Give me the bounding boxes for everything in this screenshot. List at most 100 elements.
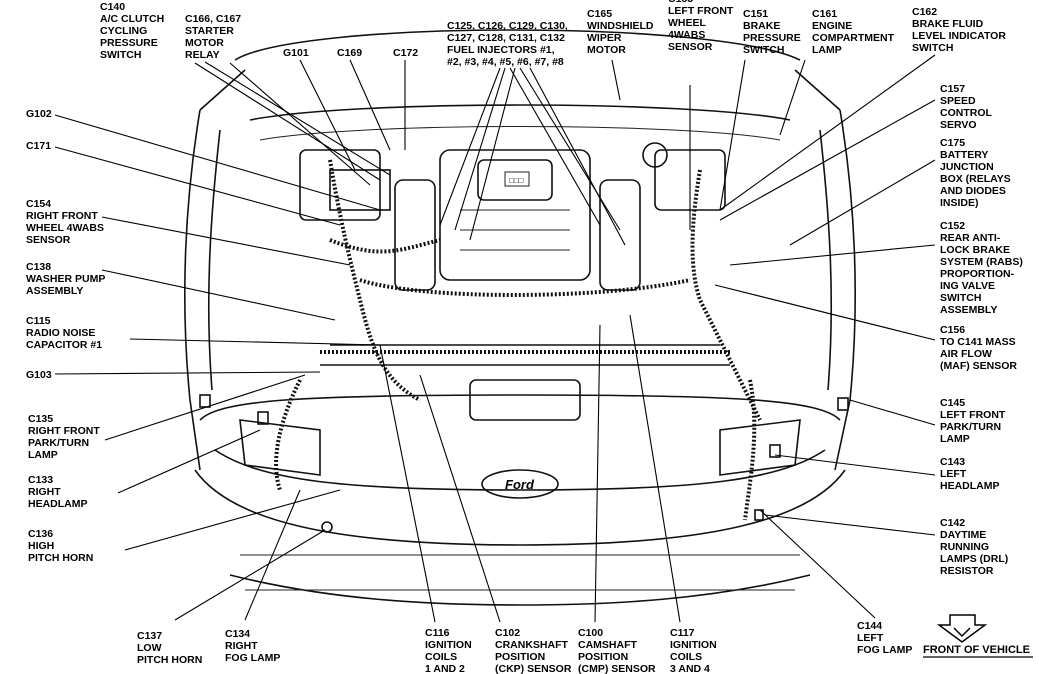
callout-line: STARTER: [185, 25, 234, 37]
callout-line: CONTROL: [940, 107, 992, 119]
callout-line: LAMP: [940, 433, 970, 445]
callout-g103: G103: [26, 369, 52, 381]
callout-line: MOTOR: [185, 37, 224, 49]
callout-line: PITCH HORN: [28, 552, 93, 564]
callout-line: TO C141 MASS: [940, 336, 1016, 348]
callout-line: C117: [670, 627, 695, 639]
callout-line: AND DIODES: [940, 185, 1006, 197]
callout-line: LEFT: [857, 632, 884, 644]
callout-line: BATTERY: [940, 149, 988, 161]
callout-line: WASHER PUMP: [26, 273, 105, 285]
callout-line: C116: [425, 627, 450, 639]
leader-lines: [54, 54, 936, 623]
callout-line: 4WABS: [668, 29, 705, 41]
callout-line: C156: [940, 324, 965, 336]
callout-line: AIR FLOW: [940, 348, 992, 360]
callout-line: C144: [857, 620, 882, 632]
callout-line: PARK/TURN: [28, 437, 89, 449]
callout-line: C166, C167: [185, 13, 241, 25]
callout-line: RIGHT FRONT: [28, 425, 100, 437]
callout-line: C165: [587, 8, 612, 20]
callout-line: COMPARTMENT: [812, 32, 895, 44]
callout-line: G103: [26, 369, 52, 381]
engine-artwork: □□□ Ford: [184, 29, 856, 606]
callout-line: C152: [940, 220, 965, 232]
callout-line: CRANKSHAFT: [495, 639, 568, 651]
callout-line: COILS: [670, 651, 702, 663]
callout-line: (CMP) SENSOR: [578, 663, 656, 674]
front-arrow-icon: [936, 614, 988, 643]
front-of-vehicle-label: FRONT OF VEHICLE: [923, 644, 1030, 656]
callout-line: C102: [495, 627, 520, 639]
callout-line: ENGINE: [812, 20, 852, 32]
callout-line: LEFT FRONT: [940, 409, 1006, 421]
callout-line: C137: [137, 630, 162, 642]
callout-line: RADIO NOISE: [26, 327, 95, 339]
callout-line: SENSOR: [26, 234, 71, 246]
callout-line: LEVEL INDICATOR: [912, 30, 1006, 42]
callout-line: SERVO: [940, 119, 977, 131]
callout-line: PROPORTION-: [940, 268, 1015, 280]
callout-line: POSITION: [578, 651, 628, 663]
callout-line: (CKP) SENSOR: [495, 663, 572, 674]
front-of-vehicle-marker: FRONT OF VEHICLE: [923, 614, 1033, 658]
callout-line: SYSTEM (RABS): [940, 256, 1023, 268]
callout-line: C157: [940, 83, 965, 95]
callout-line: C162: [912, 6, 937, 18]
callout-line: 1 AND 2: [425, 663, 465, 674]
callout-line: SWITCH: [743, 44, 784, 56]
callout-line: C172: [393, 47, 418, 59]
callout-line: C138: [26, 261, 51, 273]
callout-line: CAMSHAFT: [578, 639, 637, 651]
callout-line: C145: [940, 397, 965, 409]
callout-line: C133: [28, 474, 53, 486]
callout-line: C143: [940, 456, 965, 468]
callout-line: HIGH: [28, 540, 54, 552]
callout-line: ASSEMBLY: [26, 285, 83, 297]
callout-line: C115: [26, 315, 51, 327]
callout-line: C100: [578, 627, 603, 639]
coil-pack-label: □□□: [509, 176, 524, 185]
callout-line: RESISTOR: [940, 565, 994, 577]
callout-line: ASSEMBLY: [940, 304, 997, 316]
callout-line: CYCLING: [100, 25, 147, 37]
callout-c172: C172: [393, 47, 418, 59]
callout-line: SWITCH: [100, 49, 141, 61]
callout-line: SWITCH: [940, 292, 981, 304]
callout-line: SPEED: [940, 95, 976, 107]
callout-line: PITCH HORN: [137, 654, 202, 666]
callout-line: POSITION: [495, 651, 545, 663]
callout-line: HEADLAMP: [940, 480, 1000, 492]
callout-line: C125, C126, C129, C130,: [447, 20, 568, 32]
callout-line: CAPACITOR #1: [26, 339, 102, 351]
ford-badge: Ford: [505, 477, 535, 492]
callout-line: C134: [225, 628, 250, 640]
callout-c169: C169: [337, 47, 362, 59]
callout-line: C161: [812, 8, 837, 20]
callout-line: RUNNING: [940, 541, 989, 553]
callout-line: DAYTIME: [940, 529, 986, 541]
callout-line: (MAF) SENSOR: [940, 360, 1017, 372]
callout-c171: C171: [26, 140, 51, 152]
callout-line: WINDSHIELD: [587, 20, 654, 32]
